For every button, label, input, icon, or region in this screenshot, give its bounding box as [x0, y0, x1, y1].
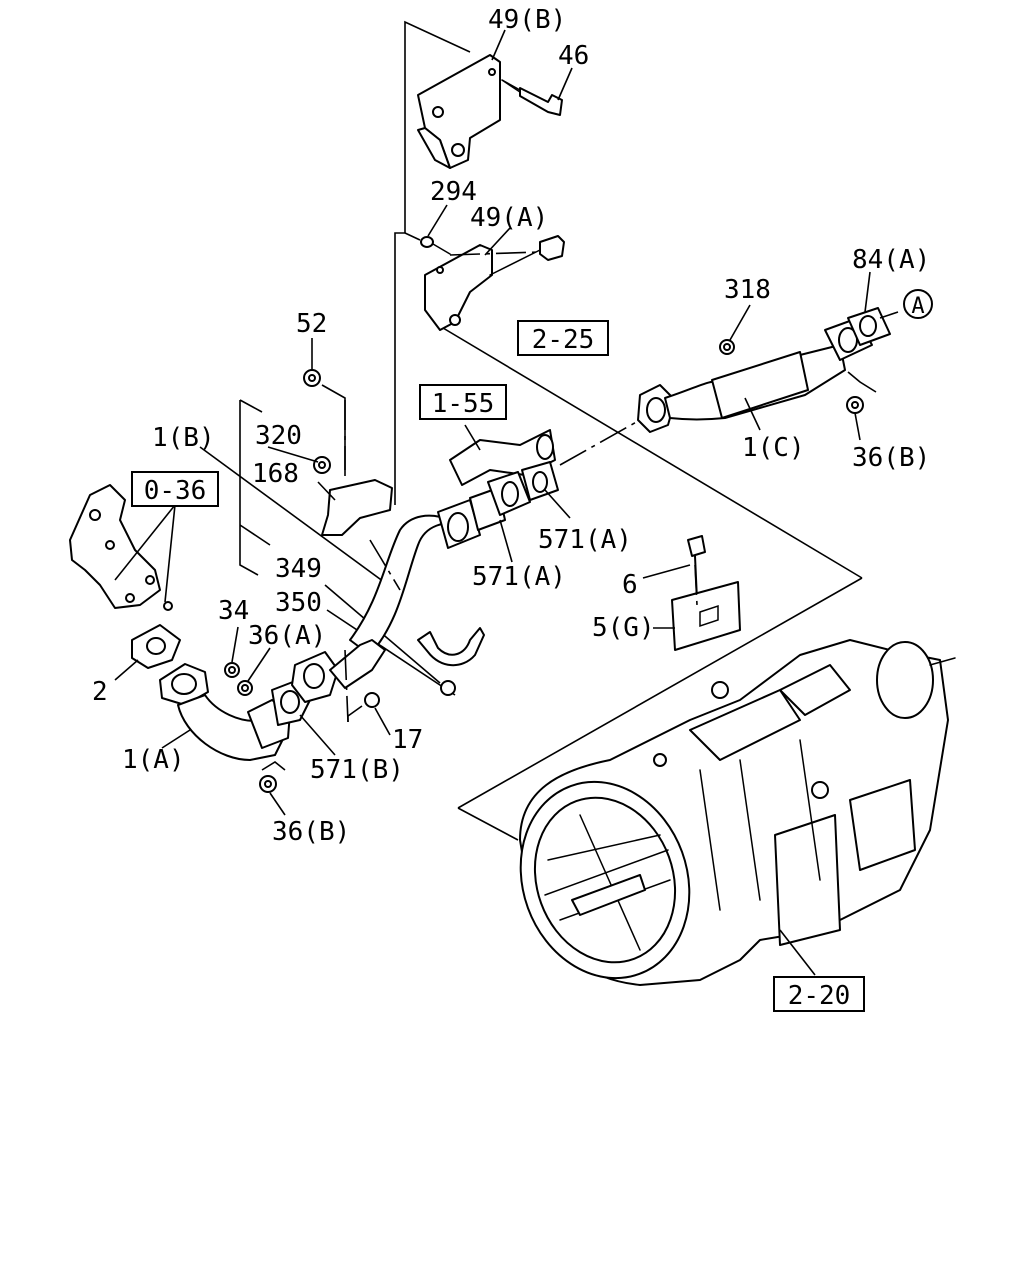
bracket-49b [417, 54, 501, 169]
label-36a: 36(A) [248, 621, 326, 651]
label-320: 320 [255, 421, 302, 451]
exhaust-pipe-1b [349, 499, 481, 656]
exhaust-pipe-1c [637, 317, 873, 433]
label-1c: 1(C) [742, 433, 805, 463]
label-294: 294 [430, 177, 477, 207]
label-36b-bottom: 36(B) [272, 817, 350, 847]
gasket-571b [271, 639, 386, 726]
bolt-350 [440, 680, 456, 696]
nut-36b-bottom [259, 761, 286, 793]
label-84a: 84(A) [852, 245, 930, 275]
ref-box-0-36[interactable]: 0-36 [131, 471, 219, 507]
ref-0-36: 0-36 [144, 476, 207, 506]
label-46: 46 [558, 41, 589, 71]
label-17: 17 [392, 725, 423, 755]
label-2: 2 [92, 677, 108, 707]
bracket-49a [424, 244, 493, 331]
callout-leaders [114, 29, 899, 976]
label-168: 168 [252, 459, 299, 489]
label-318: 318 [724, 275, 771, 305]
reference-boxes: 2-25 1-55 0-36 2-20 [131, 320, 865, 1012]
label-1b: 1(B) [152, 423, 215, 453]
label-49b: 49(B) [488, 5, 566, 35]
bracket-frame-top [394, 20, 863, 841]
reference-a-circle [903, 289, 933, 319]
label-571a-right: 571(A) [538, 525, 632, 555]
nut-36b-top [846, 371, 877, 414]
label-571b: 571(B) [310, 755, 404, 785]
washer-34 [224, 662, 240, 678]
ref-box-2-20[interactable]: 2-20 [773, 976, 865, 1012]
gasket-571a-2 [521, 461, 559, 501]
bolt-17 [347, 692, 380, 722]
transmission-2-20 [519, 639, 956, 986]
exhaust-manifold-0-36 [69, 484, 173, 611]
label-571a-left: 571(A) [472, 562, 566, 592]
label-36b-top: 36(B) [852, 443, 930, 473]
nut-52 [303, 369, 346, 470]
label-49a: 49(A) [470, 203, 548, 233]
nut-36a [237, 680, 253, 696]
washer-294 [420, 236, 451, 255]
ref-2-20: 2-20 [788, 981, 851, 1011]
label-34: 34 [218, 596, 249, 626]
nut-318 [719, 339, 735, 355]
label-52: 52 [296, 309, 327, 339]
label-1a: 1(A) [122, 745, 185, 775]
label-350: 350 [275, 588, 322, 618]
gasket-84a [847, 307, 891, 346]
clamp-349 [417, 627, 485, 667]
ref-1-55: 1-55 [432, 389, 495, 419]
label-plate-5g [671, 581, 741, 651]
label-a: A [911, 294, 924, 319]
part-labels: 49(B) 46 294 49(A) 52 84(A) A 318 320 1(… [92, 5, 933, 847]
label-5g: 5(G) [592, 613, 655, 643]
bolt-2-25 [489, 235, 565, 276]
bracket-168 [313, 456, 393, 536]
label-6: 6 [622, 570, 638, 600]
gasket-2 [131, 624, 181, 669]
ref-2-25: 2-25 [532, 325, 595, 355]
ref-box-2-25[interactable]: 2-25 [517, 320, 609, 356]
ref-box-1-55[interactable]: 1-55 [419, 384, 507, 420]
centerlines [344, 79, 698, 723]
label-349: 349 [275, 554, 322, 584]
